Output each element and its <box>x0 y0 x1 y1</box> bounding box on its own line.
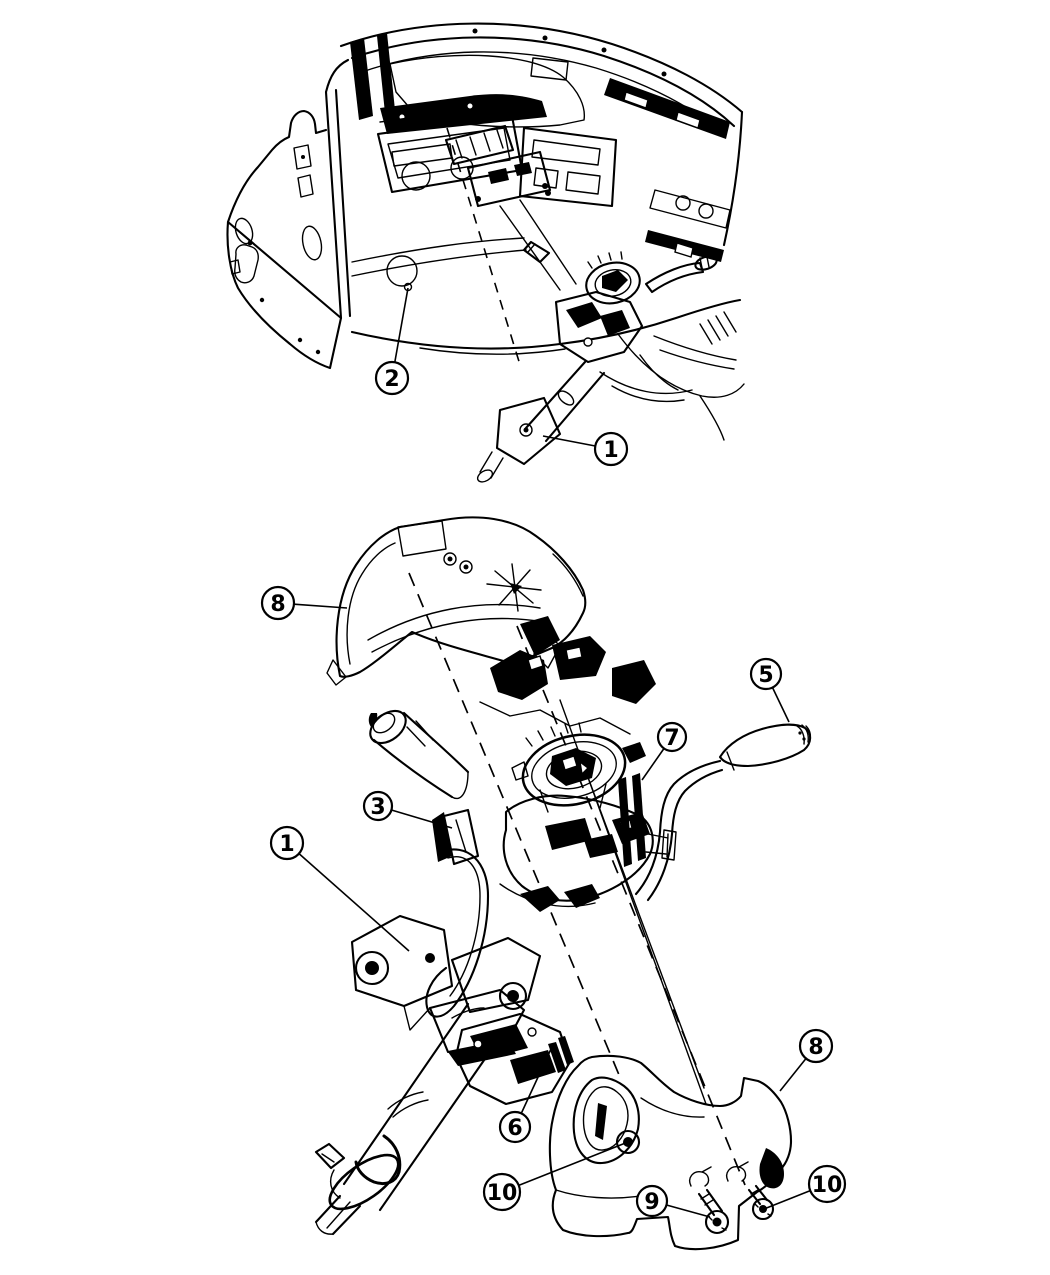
callout-leader-line <box>542 435 596 447</box>
callout-number: 10 <box>812 1173 843 1198</box>
callout-6: 6 <box>498 1048 552 1144</box>
callout-8: 8 <box>260 585 348 621</box>
callout-number: 9 <box>644 1190 659 1215</box>
callout-circle <box>656 721 688 753</box>
callout-leader-line <box>771 687 790 723</box>
callout-circle <box>498 1110 532 1144</box>
lower-shroud <box>548 1054 793 1251</box>
cowl-side-panel <box>226 58 352 370</box>
callout-circle <box>260 585 296 621</box>
lower-dash-and-tunnel <box>350 189 745 441</box>
callout-2: 2 <box>374 287 410 396</box>
callout-leader-line <box>391 809 453 829</box>
callout-number: 1 <box>279 832 294 857</box>
callout-layer: 2 1 8 5 7 3 1 6 8 10 9 10 <box>260 287 847 1218</box>
callout-8: 8 <box>779 1028 834 1092</box>
callout-5: 5 <box>749 657 790 723</box>
callout-circle <box>269 825 305 861</box>
callout-circle <box>749 657 783 691</box>
callout-number: 1 <box>603 438 618 463</box>
callout-leader-line <box>666 1204 711 1218</box>
callout-leader-line <box>763 1189 811 1210</box>
callout-1: 1 <box>542 431 629 467</box>
callout-number: 2 <box>384 367 399 392</box>
upper-bracket-cluster <box>479 616 656 735</box>
callout-10: 10 <box>763 1164 847 1210</box>
callout-1: 1 <box>269 825 410 952</box>
callout-circle <box>635 1184 669 1218</box>
callout-number: 7 <box>664 726 679 751</box>
screw-9 <box>697 1188 730 1235</box>
callout-number: 8 <box>808 1035 823 1060</box>
callout-leader-line <box>520 1048 552 1114</box>
callout-circle <box>798 1028 834 1064</box>
ip-support-beam <box>351 237 527 277</box>
installed-view <box>226 22 745 483</box>
callout-circle <box>807 1164 847 1204</box>
callout-9: 9 <box>635 1184 711 1218</box>
callout-leader-line <box>518 1141 629 1187</box>
mount-screws <box>689 1161 775 1235</box>
exploded-view <box>314 516 812 1251</box>
callout-leader-line <box>779 1057 807 1092</box>
callout-leader-line <box>298 853 410 952</box>
callout-leader-line <box>394 287 409 363</box>
shift-lever <box>634 723 812 902</box>
steering-column-installed <box>386 124 718 483</box>
callout-circle <box>374 360 410 396</box>
screw-10 <box>747 1184 775 1221</box>
callout-circle <box>362 790 394 822</box>
callout-leader-line <box>641 748 665 781</box>
callout-10: 10 <box>482 1141 629 1212</box>
callout-number: 8 <box>270 592 285 617</box>
ignition-switch-module <box>454 1012 574 1106</box>
callout-number: 3 <box>370 795 385 820</box>
wiper-stalk <box>368 709 470 800</box>
callout-circle <box>593 431 629 467</box>
column-jacket <box>314 1002 507 1236</box>
callout-3: 3 <box>362 790 453 829</box>
callout-circle <box>482 1172 522 1212</box>
switch-housing <box>432 773 677 912</box>
alignment-star-mark <box>486 563 542 612</box>
upper-shroud <box>326 516 587 696</box>
callout-number: 6 <box>507 1116 522 1141</box>
callout-number: 10 <box>487 1181 518 1206</box>
dashboard-outline <box>339 22 744 247</box>
callout-leader-line <box>293 603 348 609</box>
clockspring <box>511 722 646 813</box>
callout-7: 7 <box>641 721 688 781</box>
callout-number: 5 <box>758 663 773 688</box>
